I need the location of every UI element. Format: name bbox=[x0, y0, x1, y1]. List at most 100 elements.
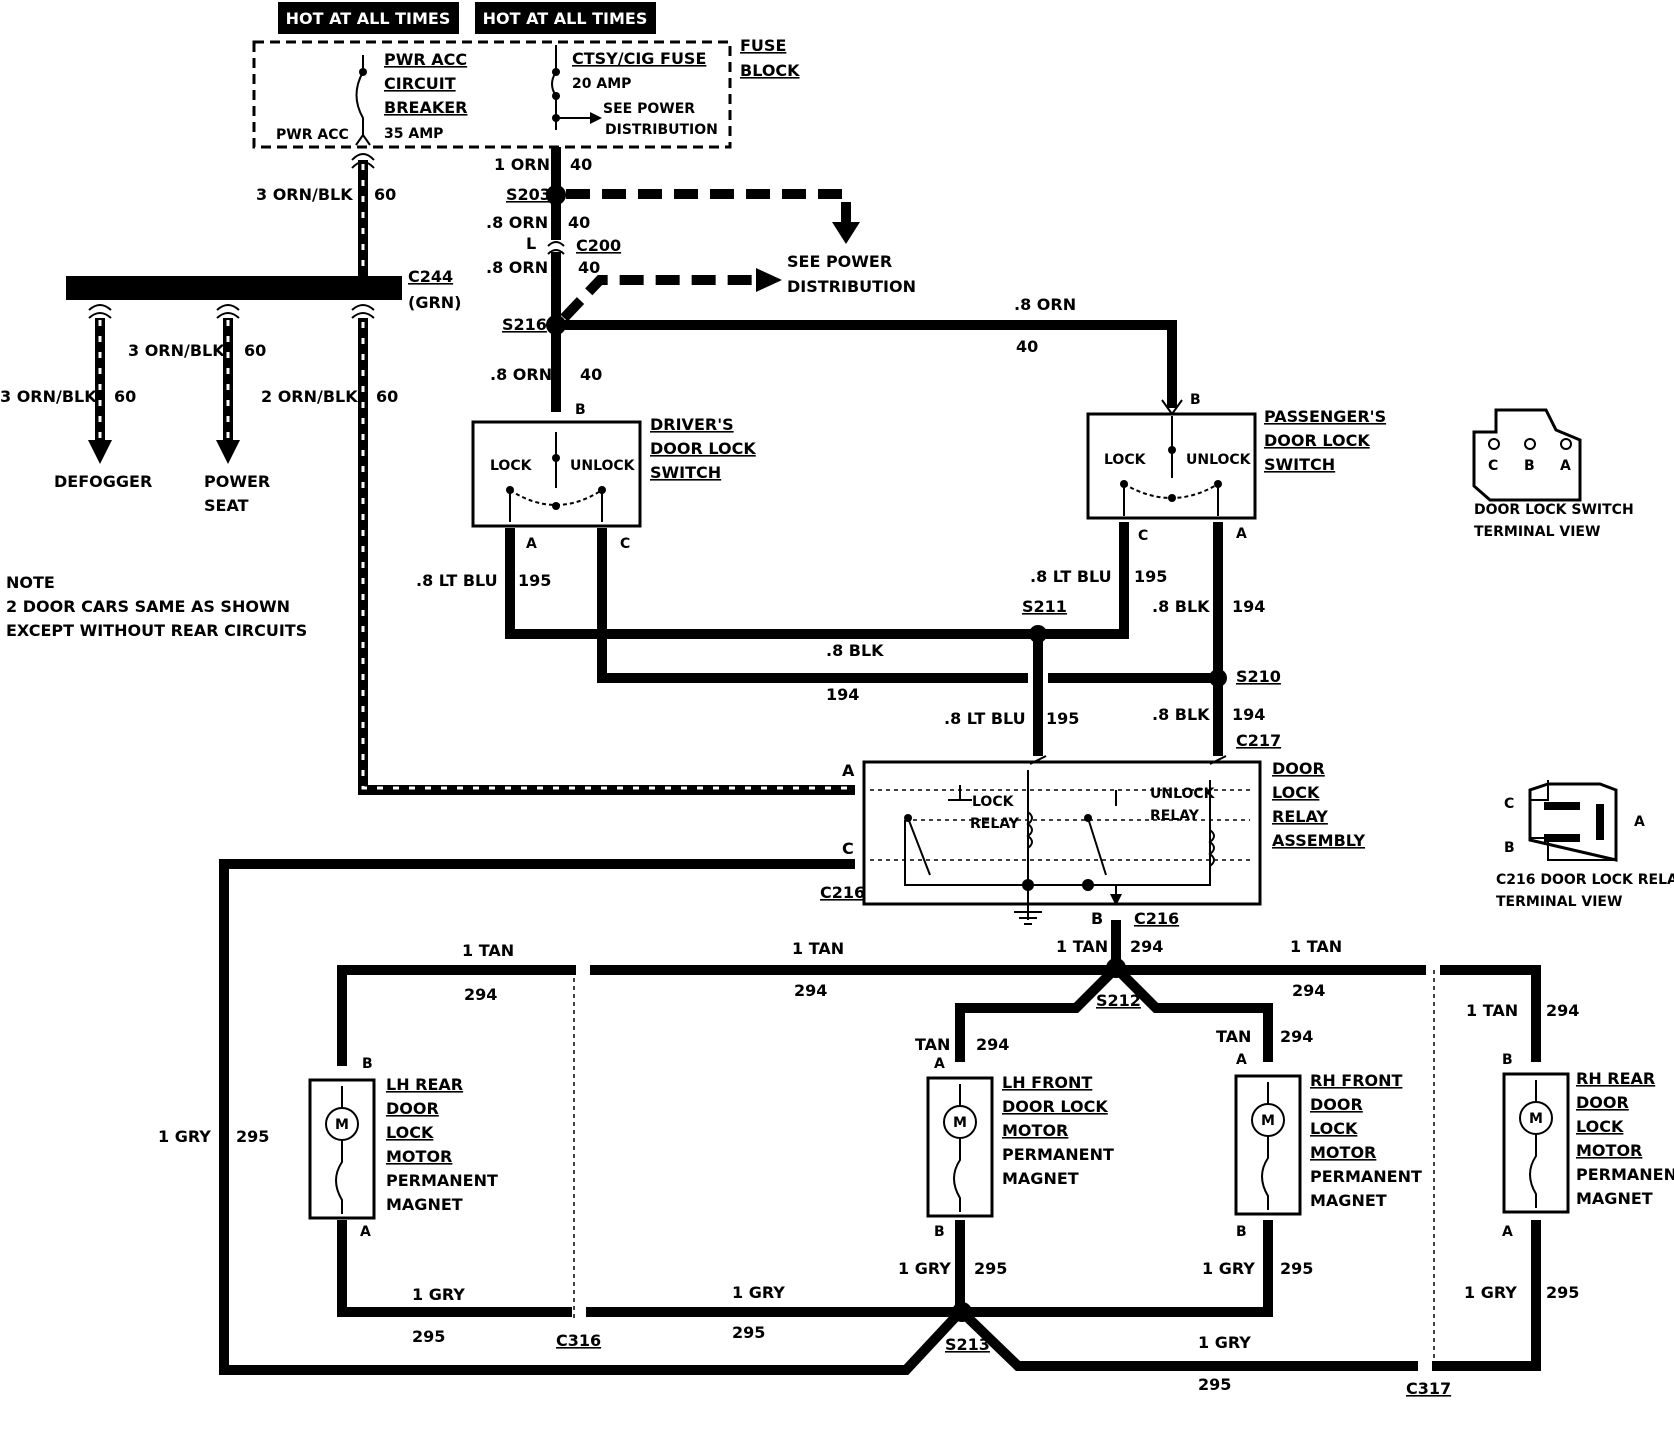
svg-text:294: 294 bbox=[1546, 1001, 1579, 1020]
svg-text:A: A bbox=[934, 1056, 945, 1072]
svg-text:DOOR: DOOR bbox=[1576, 1093, 1629, 1112]
svg-text:1 TAN: 1 TAN bbox=[1056, 937, 1108, 956]
svg-text:.8 BLK: .8 BLK bbox=[826, 641, 884, 660]
svg-text:1 GRY: 1 GRY bbox=[1198, 1333, 1251, 1352]
svg-text:294: 294 bbox=[1130, 937, 1163, 956]
gry-circuit-295-bus bbox=[337, 1220, 1541, 1371]
rh-front-door-lock-motor: M A B RH FRONT DOOR LOCK MOTOR PERMANENT… bbox=[1234, 1052, 1422, 1240]
svg-text:1 GRY: 1 GRY bbox=[158, 1127, 211, 1146]
svg-text:HOT AT ALL TIMES: HOT AT ALL TIMES bbox=[483, 9, 648, 28]
svg-text:PERMANENT: PERMANENT bbox=[1576, 1165, 1674, 1184]
svg-text:M: M bbox=[953, 1115, 967, 1131]
svg-text:RELAY: RELAY bbox=[1272, 807, 1328, 826]
svg-text:(GRN): (GRN) bbox=[408, 293, 461, 312]
s211-label: S211 bbox=[1022, 597, 1067, 616]
svg-text:EXCEPT WITHOUT REAR CIRCUITS: EXCEPT WITHOUT REAR CIRCUITS bbox=[6, 621, 307, 640]
svg-text:C216: C216 bbox=[820, 883, 865, 902]
svg-text:.8 LT BLU: .8 LT BLU bbox=[944, 709, 1026, 728]
svg-text:DISTRIBUTION: DISTRIBUTION bbox=[605, 122, 718, 138]
svg-text:1 TAN: 1 TAN bbox=[462, 941, 514, 960]
svg-text:L: L bbox=[526, 234, 536, 253]
svg-text:194: 194 bbox=[1232, 597, 1265, 616]
svg-text:1 TAN: 1 TAN bbox=[792, 939, 844, 958]
svg-text:194: 194 bbox=[826, 685, 859, 704]
svg-text:TERMINAL VIEW: TERMINAL VIEW bbox=[1474, 524, 1600, 540]
svg-text:C216 DOOR LOCK RELAY: C216 DOOR LOCK RELAY bbox=[1496, 872, 1674, 888]
svg-text:SEAT: SEAT bbox=[204, 496, 249, 515]
svg-text:3 ORN/BLK: 3 ORN/BLK bbox=[256, 185, 353, 204]
svg-text:1 GRY: 1 GRY bbox=[1202, 1259, 1255, 1278]
svg-text:C217: C217 bbox=[1236, 731, 1281, 750]
tan-circuit-294 bbox=[337, 920, 1541, 1362]
svg-text:LH FRONT: LH FRONT bbox=[1002, 1073, 1092, 1092]
svg-text:DOOR: DOOR bbox=[1272, 759, 1325, 778]
svg-text:POWER: POWER bbox=[204, 472, 270, 491]
svg-text:C: C bbox=[1504, 796, 1514, 812]
svg-text:PWR ACC: PWR ACC bbox=[384, 50, 467, 69]
svg-text:B: B bbox=[1502, 1052, 1513, 1068]
svg-text:40: 40 bbox=[1016, 337, 1038, 356]
note: NOTE 2 DOOR CARS SAME AS SHOWN EXCEPT WI… bbox=[6, 573, 307, 640]
svg-text:RELAY: RELAY bbox=[970, 816, 1020, 832]
svg-text:UNLOCK: UNLOCK bbox=[1186, 452, 1252, 468]
svg-text:195: 195 bbox=[518, 571, 551, 590]
svg-text:A: A bbox=[360, 1224, 371, 1240]
svg-text:LOCK: LOCK bbox=[1272, 783, 1320, 802]
svg-text:.8 BLK: .8 BLK bbox=[1152, 597, 1210, 616]
passengers-door-lock-switch: LOCK UNLOCK B C A PASSENGER'S DOOR LOCK … bbox=[1086, 392, 1386, 544]
svg-text:40: 40 bbox=[568, 213, 590, 232]
svg-text:1 TAN: 1 TAN bbox=[1290, 937, 1342, 956]
hot-label-left: HOT AT ALL TIMES bbox=[278, 2, 459, 34]
svg-text:A: A bbox=[1236, 526, 1247, 542]
svg-text:C: C bbox=[620, 536, 630, 552]
svg-text:LOCK: LOCK bbox=[1104, 452, 1147, 468]
orn-blk-circuit-60 bbox=[66, 153, 855, 795]
svg-text:B: B bbox=[575, 402, 586, 418]
svg-text:NOTE: NOTE bbox=[6, 573, 55, 592]
orn-circuit-40 bbox=[546, 147, 1183, 416]
svg-text:294: 294 bbox=[1280, 1027, 1313, 1046]
c216-relay-terminal-view: C B A C216 DOOR LOCK RELAY TERMINAL VIEW bbox=[1496, 780, 1674, 910]
svg-text:DISTRIBUTION: DISTRIBUTION bbox=[787, 277, 916, 296]
svg-text:RH REAR: RH REAR bbox=[1576, 1069, 1655, 1088]
svg-text:TAN: TAN bbox=[915, 1035, 950, 1054]
svg-text:DOOR LOCK SWITCH: DOOR LOCK SWITCH bbox=[1474, 502, 1634, 518]
svg-text:.8 LT BLU: .8 LT BLU bbox=[1030, 567, 1112, 586]
svg-text:SWITCH: SWITCH bbox=[650, 463, 721, 482]
svg-text:LOCK: LOCK bbox=[490, 458, 533, 474]
svg-text:SWITCH: SWITCH bbox=[1264, 455, 1335, 474]
svg-text:C: C bbox=[1138, 528, 1148, 544]
svg-text:DOOR LOCK: DOOR LOCK bbox=[1264, 431, 1370, 450]
svg-text:.8 LT BLU: .8 LT BLU bbox=[416, 571, 498, 590]
svg-text:PWR ACC: PWR ACC bbox=[276, 127, 349, 143]
svg-text:MOTOR: MOTOR bbox=[386, 1147, 452, 1166]
hot-label-right: HOT AT ALL TIMES bbox=[475, 2, 656, 34]
blk-circuit-194 bbox=[597, 522, 1227, 756]
svg-text:C244: C244 bbox=[408, 267, 453, 286]
svg-text:1 ORN: 1 ORN bbox=[494, 155, 550, 174]
svg-text:.8 ORN: .8 ORN bbox=[490, 365, 552, 384]
svg-text:M: M bbox=[1529, 1111, 1543, 1127]
svg-text:295: 295 bbox=[1198, 1375, 1231, 1394]
svg-text:DOOR: DOOR bbox=[1310, 1095, 1363, 1114]
svg-text:UNLOCK: UNLOCK bbox=[1150, 786, 1216, 802]
svg-text:B: B bbox=[1190, 392, 1201, 408]
svg-text:MOTOR: MOTOR bbox=[1576, 1141, 1642, 1160]
svg-text:60: 60 bbox=[376, 387, 398, 406]
svg-text:.8 ORN: .8 ORN bbox=[486, 213, 548, 232]
svg-text:PASSENGER'S: PASSENGER'S bbox=[1264, 407, 1386, 426]
svg-text:1 GRY: 1 GRY bbox=[1464, 1283, 1517, 1302]
svg-text:C316: C316 bbox=[556, 1331, 601, 1350]
svg-text:B: B bbox=[1236, 1224, 1247, 1240]
s203-label: S203 bbox=[506, 185, 551, 204]
svg-text:ASSEMBLY: ASSEMBLY bbox=[1272, 831, 1365, 850]
svg-text:B: B bbox=[362, 1056, 373, 1072]
svg-text:194: 194 bbox=[1232, 705, 1265, 724]
svg-text:LOCK: LOCK bbox=[1310, 1119, 1358, 1138]
svg-text:295: 295 bbox=[1546, 1283, 1579, 1302]
svg-text:LH REAR: LH REAR bbox=[386, 1075, 463, 1094]
svg-text:3 ORN/BLK: 3 ORN/BLK bbox=[128, 341, 225, 360]
svg-text:A: A bbox=[1502, 1224, 1513, 1240]
svg-text:BLOCK: BLOCK bbox=[740, 61, 800, 80]
svg-text:CTSY/CIG FUSE: CTSY/CIG FUSE bbox=[572, 49, 706, 68]
